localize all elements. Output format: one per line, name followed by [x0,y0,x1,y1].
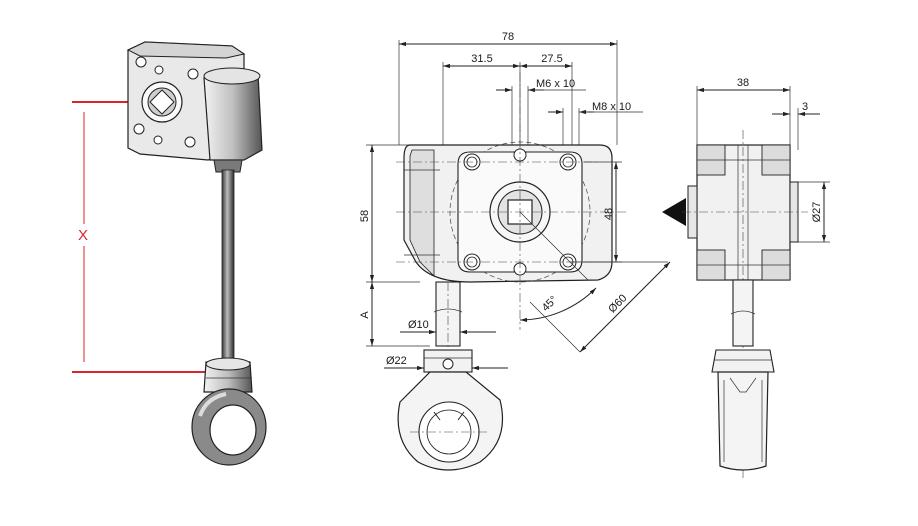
side-shaft [732,279,754,347]
dim-offset-left: 31.5 [471,53,492,65]
dim-thread-m8: M8 x 10 [592,101,631,113]
eye-ring-hole [209,404,257,456]
side-view: 38 3 Ø27 [662,77,830,478]
dim-angle: 45° [540,294,560,314]
dim-side-width: 38 [737,77,749,89]
side-collar [711,349,775,373]
gearbox-housing [203,73,263,161]
dim-thread-m6: M6 x 10 [536,78,575,90]
dim-pitch-diameter: Ø60 [606,292,629,315]
bolt-hole [135,56,147,68]
bolt-hole [153,135,163,145]
drive-rod [221,169,235,361]
dim-overall-width: 78 [502,31,514,43]
shaft-collar-top [213,159,243,173]
bolt-hole [184,136,196,148]
front-view: 78 31.5 27.5 M6 x 10 M8 x 10 58 A [359,31,671,471]
dim-collar-diameter: Ø22 [386,355,407,367]
dim-offset-right: 27.5 [541,53,562,65]
bolt-hole [133,123,145,135]
dim-side-offset: 3 [802,101,808,113]
side-eye [717,371,769,471]
flange-top-face [126,41,246,59]
housing-top-ellipse [203,67,261,85]
dim-a: A [359,311,371,319]
bolt-hole [154,65,164,75]
bolt-hole [187,68,199,80]
dim-bolt-spacing: 48 [603,208,615,220]
coupling-top-ellipse [205,357,251,371]
isometric-view: X [72,41,267,466]
view-direction-arrow [662,198,686,226]
collar-pin [442,358,454,370]
dim-line-diameter-60 [579,261,671,353]
dim-shaft-diameter: Ø10 [408,319,429,331]
length-label-x: X [78,227,88,244]
eye-ring-highlight [198,392,227,417]
square-drive-socket [149,89,175,115]
dim-hub-diameter: Ø27 [811,202,823,223]
dim-height: 58 [359,210,371,222]
